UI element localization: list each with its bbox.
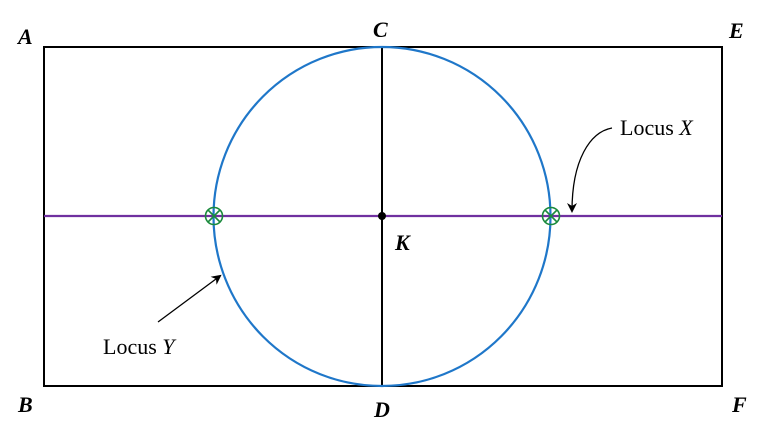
center-point-k [378, 212, 386, 220]
locus-x-arrow [567, 127, 613, 213]
point-c-label: C [373, 17, 388, 42]
point-d-label: D [373, 397, 390, 422]
point-f-label: F [731, 392, 747, 417]
intersection-marker-left [204, 206, 224, 226]
locus-y-label: Locus Y [103, 334, 177, 359]
point-e-label: E [728, 18, 744, 43]
locus-x-label: Locus X [620, 115, 694, 140]
point-k-label: K [394, 230, 411, 255]
intersection-marker-right [541, 206, 561, 226]
point-b-label: B [17, 392, 33, 417]
locus-y-arrow [157, 274, 222, 323]
point-a-label: A [16, 24, 33, 49]
